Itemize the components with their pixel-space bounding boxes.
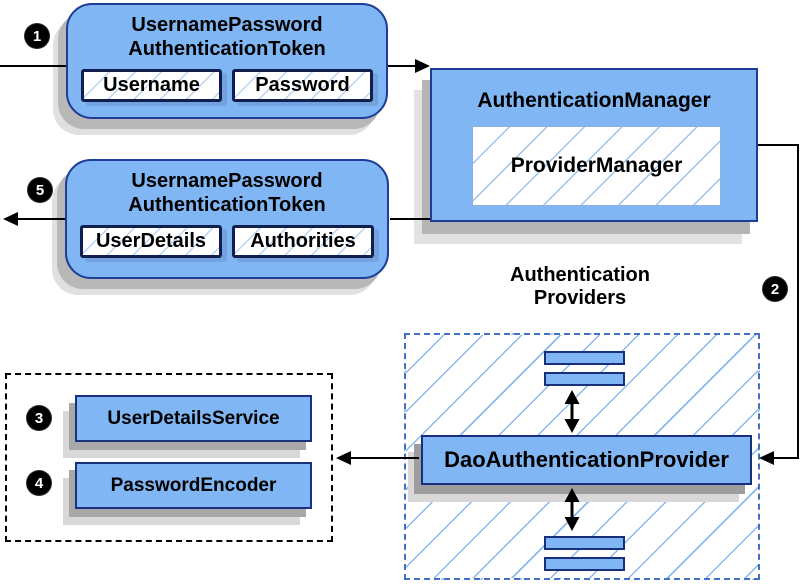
provider-placeholder-bar: [544, 351, 625, 365]
authentication-providers-container: DaoAuthenticationProvider: [404, 333, 760, 580]
username-field-box: Username: [81, 68, 222, 102]
username-password-token-request-box: UsernamePassword AuthenticationToken Use…: [66, 3, 388, 119]
userdetails-field-box: UserDetails: [80, 224, 222, 258]
token-request-title-line1: UsernamePassword: [131, 14, 323, 36]
token-response-title-line1: UsernamePassword: [131, 170, 323, 192]
token-request-title-line2: AuthenticationToken: [128, 38, 326, 61]
step-badge-3: 3: [27, 406, 51, 430]
authentication-providers-label-line2: Providers: [533, 287, 627, 309]
user-details-service-box: UserDetailsService: [75, 395, 312, 442]
authorities-field-box: Authorities: [232, 224, 374, 258]
token-request-title: UsernamePassword AuthenticationToken: [128, 13, 325, 62]
provider-placeholder-bar: [544, 557, 625, 571]
authentication-manager-title: AuthenticationManager: [477, 89, 711, 112]
step-badge-1: 1: [25, 24, 49, 48]
provider-placeholder-bar: [544, 536, 625, 550]
password-encoder-box: PasswordEncoder: [75, 462, 312, 509]
token-response-title-line2: AuthenticationToken: [128, 194, 326, 217]
provider-placeholder-bar: [544, 372, 625, 386]
authentication-providers-label-line1: Authentication: [510, 264, 650, 286]
username-password-token-response-box: UsernamePassword AuthenticationToken Use…: [65, 159, 389, 279]
authentication-manager-box: AuthenticationManager ProviderManager: [430, 68, 758, 222]
services-container: UserDetailsService PasswordEncoder: [5, 373, 333, 542]
provider-manager-box: ProviderManager: [472, 126, 721, 206]
authentication-providers-label: Authentication Providers: [460, 264, 700, 310]
dao-authentication-provider-box: DaoAuthenticationProvider: [421, 435, 752, 485]
token-response-title: UsernamePassword AuthenticationToken: [128, 169, 325, 218]
step-badge-5: 5: [28, 178, 52, 202]
step-badge-4: 4: [27, 471, 51, 495]
step-badge-2: 2: [763, 277, 787, 301]
password-field-box: Password: [232, 68, 373, 102]
token-request-fields: Username Password: [68, 68, 386, 102]
token-response-fields: UserDetails Authorities: [67, 224, 387, 258]
